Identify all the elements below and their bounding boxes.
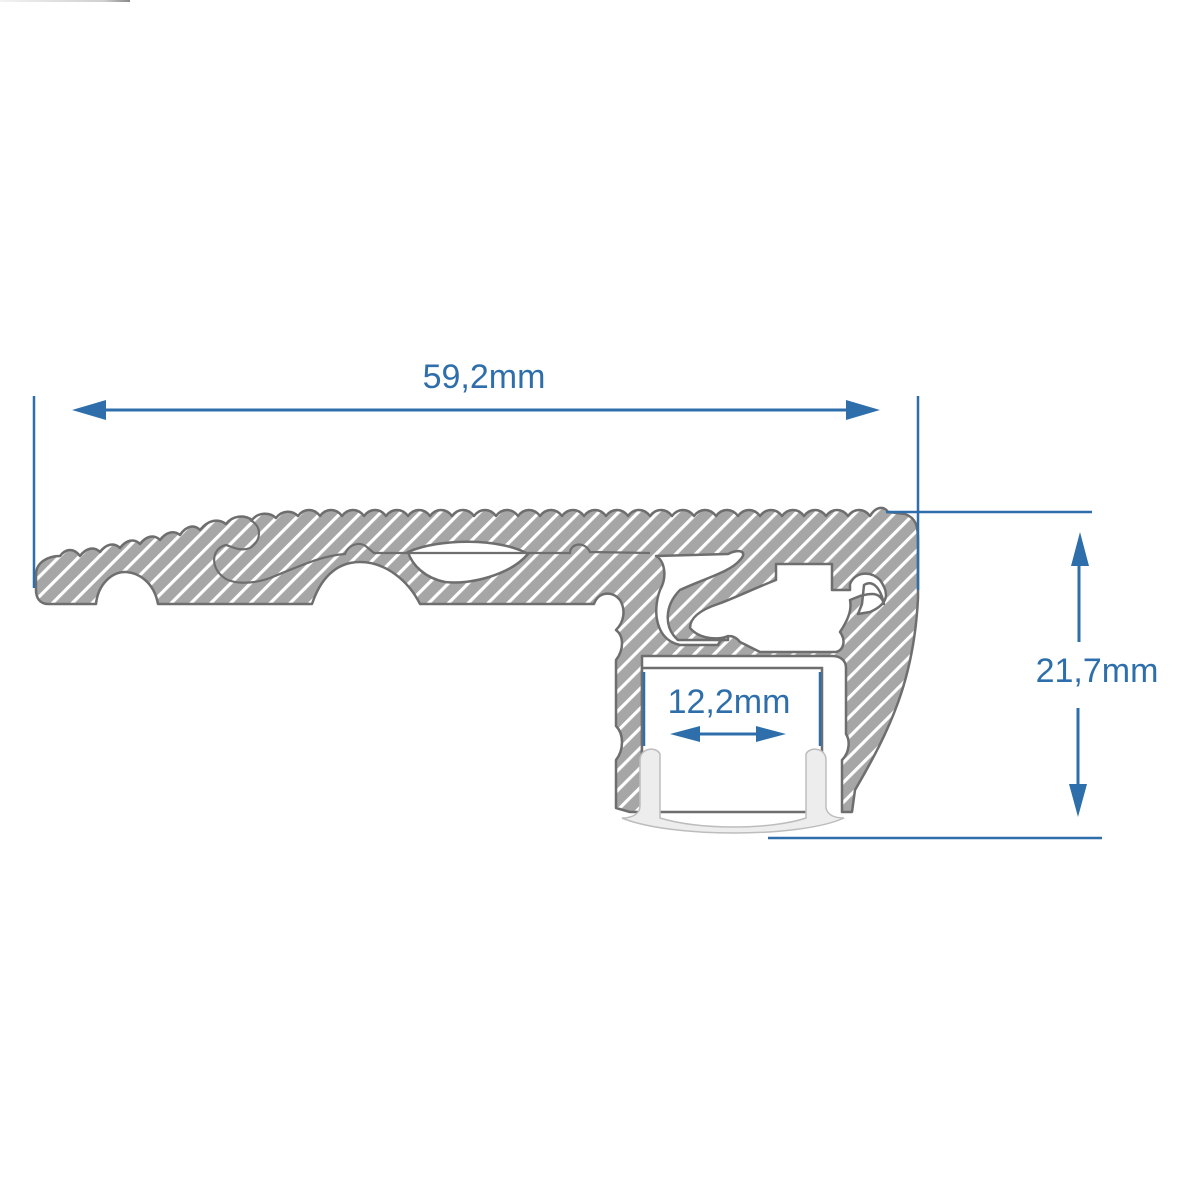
top-edge-artifact — [0, 0, 130, 2]
aluminium-profile — [34, 506, 920, 814]
seam-line — [213, 519, 651, 584]
diffuser — [621, 748, 845, 834]
arrow-down-icon — [1069, 784, 1087, 817]
dimension-channel: 12,2mm — [642, 672, 822, 746]
channel-label: 12,2mm — [668, 683, 791, 721]
width-label: 59,2mm — [423, 358, 546, 396]
inner-cavity — [654, 549, 888, 654]
arrow-right-icon — [756, 726, 786, 742]
arrow-left-icon — [72, 400, 106, 420]
arrow-right-icon — [846, 400, 880, 420]
height-label: 21,7mm — [1036, 652, 1159, 690]
dimension-width: 59,2mm — [32, 358, 920, 590]
dimension-height: 21,7mm — [768, 510, 1159, 840]
arrow-left-icon — [670, 726, 700, 742]
arrow-up-icon — [1071, 532, 1089, 566]
